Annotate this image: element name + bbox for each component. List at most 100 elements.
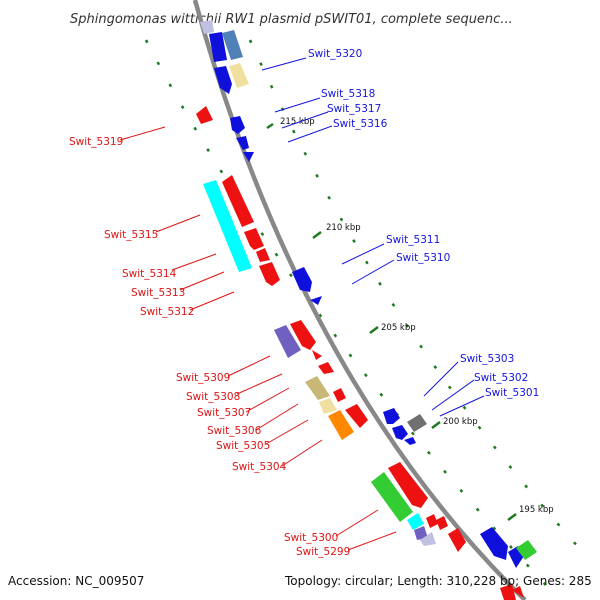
label-swit-5304[interactable]: Swit_5304 — [232, 461, 287, 473]
accession-text: Accession: NC_009507 — [8, 574, 144, 588]
gene-swit-5305[interactable] — [328, 410, 354, 440]
label-swit-5318[interactable]: Swit_5318 — [321, 88, 375, 100]
label-swit-5313[interactable]: Swit_5313 — [131, 287, 185, 299]
label-swit-5309[interactable]: Swit_5309 — [176, 372, 230, 384]
gene-swit-5318[interactable] — [214, 66, 232, 94]
leader-5309 — [227, 355, 271, 377]
tick-label-215: 215 kbp — [280, 117, 315, 127]
gene-swit-5309[interactable] — [274, 325, 301, 358]
scale-ticks — [266, 122, 517, 521]
label-swit-5311[interactable]: Swit_5311 — [386, 234, 440, 246]
gene-swit-5306[interactable] — [319, 398, 337, 414]
leader-5312 — [189, 291, 235, 311]
gene-swit-5319[interactable] — [196, 106, 213, 124]
gene-swit-5314[interactable] — [244, 228, 264, 250]
gene-swit-5304[interactable] — [345, 404, 368, 428]
label-swit-5317[interactable]: Swit_5317 — [327, 103, 381, 115]
gene-swit-5302[interactable] — [392, 425, 408, 440]
gene-top-partial[interactable] — [200, 20, 214, 34]
leader-5305 — [265, 419, 309, 445]
backbone-ring — [192, 0, 527, 600]
label-swit-5315[interactable]: Swit_5315 — [104, 229, 158, 241]
gene-swit-5317[interactable] — [230, 116, 245, 134]
tick-210 — [312, 231, 322, 239]
gene-swit-5308[interactable] — [312, 350, 322, 360]
gene-swit-5320b[interactable] — [222, 30, 243, 60]
label-swit-5303[interactable]: Swit_5303 — [460, 353, 514, 365]
gene-swit-5300[interactable] — [371, 472, 413, 522]
leader-5320 — [261, 57, 307, 71]
label-swit-5305[interactable]: Swit_5305 — [216, 440, 270, 452]
leader-5299 — [347, 531, 397, 551]
gene-rev-tail-c[interactable] — [448, 528, 466, 552]
label-swit-5312[interactable]: Swit_5312 — [140, 306, 194, 318]
gene-swit-5315b[interactable] — [222, 175, 254, 227]
label-swit-5319[interactable]: Swit_5319 — [69, 136, 123, 148]
gene-swit-5299c[interactable] — [420, 532, 436, 546]
label-swit-5314[interactable]: Swit_5314 — [122, 268, 177, 280]
gene-rev-tail-a[interactable] — [426, 514, 438, 528]
tick-label-200: 200 kbp — [443, 417, 478, 427]
gene-swit-5320[interactable] — [209, 32, 227, 62]
label-swit-5316[interactable]: Swit_5316 — [333, 118, 388, 130]
leader-5301 — [439, 395, 485, 417]
leader-5303 — [423, 361, 459, 397]
leader-5307 — [245, 387, 290, 413]
gene-swit-5301b[interactable] — [407, 414, 427, 432]
leader-5308 — [236, 373, 283, 395]
gene-swit-5303[interactable] — [383, 408, 400, 424]
gene-rev-tail-b[interactable] — [436, 516, 448, 530]
gene-swit-5312[interactable] — [259, 262, 280, 286]
label-swit-5302[interactable]: Swit_5302 — [474, 372, 528, 384]
forward-genes — [209, 30, 537, 568]
gene-swit-5318b[interactable] — [229, 63, 249, 88]
forward-leader-lines — [261, 57, 485, 417]
label-swit-5301[interactable]: Swit_5301 — [485, 387, 539, 399]
leader-5311 — [341, 243, 385, 265]
gene-swit-5316b[interactable] — [243, 152, 254, 162]
gene-swit-5300b[interactable] — [388, 462, 428, 508]
gene-swit-5307b[interactable] — [318, 362, 334, 374]
label-swit-5308[interactable]: Swit_5308 — [186, 391, 240, 403]
gene-swit-5301[interactable] — [404, 437, 416, 445]
label-swit-5307[interactable]: Swit_5307 — [197, 407, 251, 419]
gene-swit-5313[interactable] — [256, 248, 270, 262]
label-swit-5310[interactable]: Swit_5310 — [396, 252, 450, 264]
tick-200 — [431, 421, 441, 429]
gene-swit-5311[interactable] — [292, 267, 312, 292]
label-swit-5300[interactable]: Swit_5300 — [284, 532, 338, 544]
reverse-genes — [196, 20, 524, 600]
gene-rev-tail-d[interactable] — [500, 584, 516, 600]
leader-5318 — [274, 97, 321, 113]
tick-label-210: 210 kbp — [326, 223, 361, 233]
label-swit-5306[interactable]: Swit_5306 — [207, 425, 262, 437]
label-swit-5299[interactable]: Swit_5299 — [296, 546, 350, 558]
map-title: Sphingomonas wittichii RW1 plasmid pSWIT… — [70, 12, 513, 27]
gene-swit-5299b[interactable] — [414, 526, 428, 540]
gene-swit-5316[interactable] — [236, 136, 249, 150]
summary-text: Topology: circular; Length: 310,228 bp; … — [284, 574, 592, 588]
label-swit-5320[interactable]: Swit_5320 — [308, 48, 362, 60]
leader-5310 — [351, 259, 395, 285]
tick-195 — [507, 513, 517, 521]
leader-5315 — [155, 214, 201, 233]
gene-swit-5305b[interactable] — [333, 388, 346, 402]
gene-fwd-195a[interactable] — [480, 527, 508, 560]
reverse-leader-lines — [119, 126, 397, 551]
leader-5302 — [431, 379, 475, 411]
gene-swit-5307[interactable] — [305, 376, 330, 400]
leader-5313 — [179, 271, 225, 291]
gene-swit-5310[interactable] — [310, 296, 322, 305]
leader-5319 — [119, 126, 166, 141]
leader-5306 — [255, 403, 299, 431]
gene-fwd-195c[interactable] — [516, 540, 537, 560]
gene-swit-5299[interactable] — [407, 513, 424, 530]
gene-rev-tail-e[interactable] — [512, 586, 524, 598]
tick-205 — [369, 326, 379, 334]
leader-5316 — [287, 125, 333, 143]
gene-swit-5309b[interactable] — [290, 320, 316, 350]
leader-5300 — [335, 509, 379, 537]
gene-swit-5315[interactable] — [203, 180, 252, 272]
leader-5304 — [281, 439, 323, 467]
